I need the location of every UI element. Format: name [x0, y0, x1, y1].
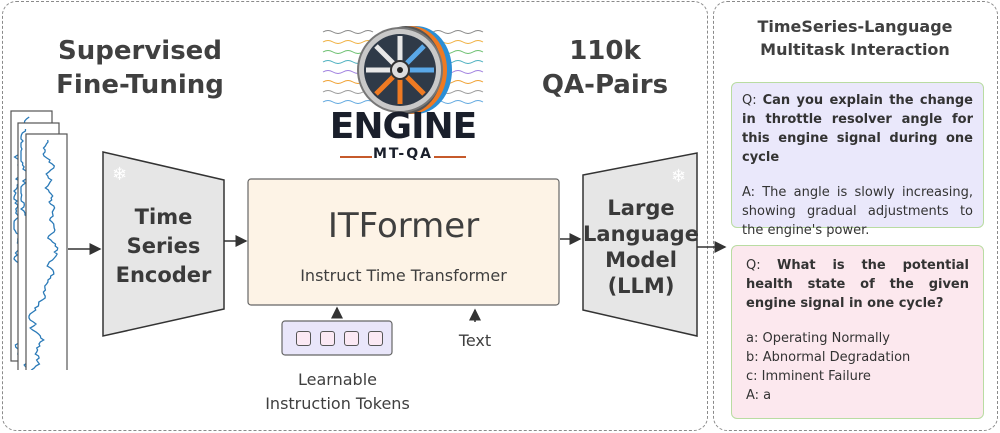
signal-stack	[10, 110, 68, 370]
instruction-token-container	[281, 320, 393, 356]
qa2-question: Q: What is the potential health state of…	[746, 256, 969, 313]
itformer-subtitle: Instruct Time Transformer	[300, 266, 507, 285]
qa2-option: a: Operating Normally	[746, 331, 890, 346]
encoder-snowflake-icon: ❄	[112, 164, 128, 185]
multitask-title-line2: Multitask Interaction	[760, 40, 950, 59]
sft-title-line2: Fine-Tuning	[56, 70, 224, 100]
encoder-frustum	[102, 151, 225, 337]
logo-subtitle-rule-left	[340, 156, 372, 158]
instruction-token	[344, 331, 359, 346]
encoder-label: Time Series Encoder	[103, 203, 224, 290]
qa-count-label: QA-Pairs	[541, 70, 669, 100]
logo-name: ENGINE	[329, 106, 477, 147]
qa1-question: Q: Can you explain the change in throttl…	[742, 91, 973, 167]
multitask-panel	[713, 1, 998, 431]
llm-label-line1: Large	[607, 196, 675, 220]
qa2-q-prefix: Q:	[746, 258, 778, 273]
signal-line	[28, 139, 59, 370]
instruction-tokens-label-line1: Learnable	[298, 370, 377, 389]
itformer-title: ITFormer	[327, 206, 480, 246]
qa-card-explanation: Q: Can you explain the change in throttl…	[731, 82, 984, 238]
llm-snowflake-icon: ❄	[671, 166, 687, 187]
qa2-answer: A: a	[746, 388, 772, 403]
logo-subtitle: MT-QA	[373, 146, 433, 162]
qa-count-title: 110k QA-Pairs	[530, 34, 680, 102]
engine-mtqa-logo: ENGINE MT-QA	[318, 20, 488, 165]
turbofan-engine-icon	[322, 26, 484, 114]
qa1-q-prefix: Q:	[742, 93, 763, 108]
instruction-token	[320, 331, 335, 346]
sft-panel	[2, 1, 708, 431]
llm-label-line3: Model	[605, 248, 677, 272]
sft-title: Supervised Fine-Tuning	[40, 34, 240, 102]
itformer-box	[247, 178, 560, 306]
qa1-question-text: Can you explain the change in throttle r…	[742, 93, 973, 165]
qa2-option: b: Abnormal Degradation	[746, 350, 911, 365]
llm-label-line2: Language	[583, 222, 699, 246]
encoder-label-line2: Series	[126, 234, 201, 258]
multitask-title: TimeSeries-Language Multitask Interactio…	[715, 15, 995, 61]
instruction-tokens-label: Learnable Instruction Tokens	[245, 368, 430, 416]
qa-card-health-state: Q: What is the potential health state of…	[731, 245, 984, 419]
qa2-question-text: What is the potential health state of th…	[746, 258, 969, 311]
qa2-option: c: Imminent Failure	[746, 369, 871, 384]
qa1-answer: A: The angle is slowly increasing, showi…	[742, 185, 973, 238]
llm-label-line4: (LLM)	[607, 274, 675, 298]
logo-subtitle-rule-right	[434, 156, 466, 158]
instruction-tokens-label-line2: Instruction Tokens	[265, 394, 410, 413]
qa-count-number: 110k	[569, 36, 641, 66]
encoder-label-line1: Time	[134, 205, 193, 229]
multitask-title-line1: TimeSeries-Language	[757, 17, 953, 36]
instruction-token	[368, 331, 383, 346]
llm-frustum	[582, 152, 698, 337]
text-input-label: Text	[458, 331, 492, 350]
encoder-label-line3: Encoder	[115, 263, 212, 287]
llm-label: Large Language Model (LLM)	[583, 195, 699, 299]
instruction-token	[296, 331, 311, 346]
sft-title-line1: Supervised	[58, 36, 222, 66]
